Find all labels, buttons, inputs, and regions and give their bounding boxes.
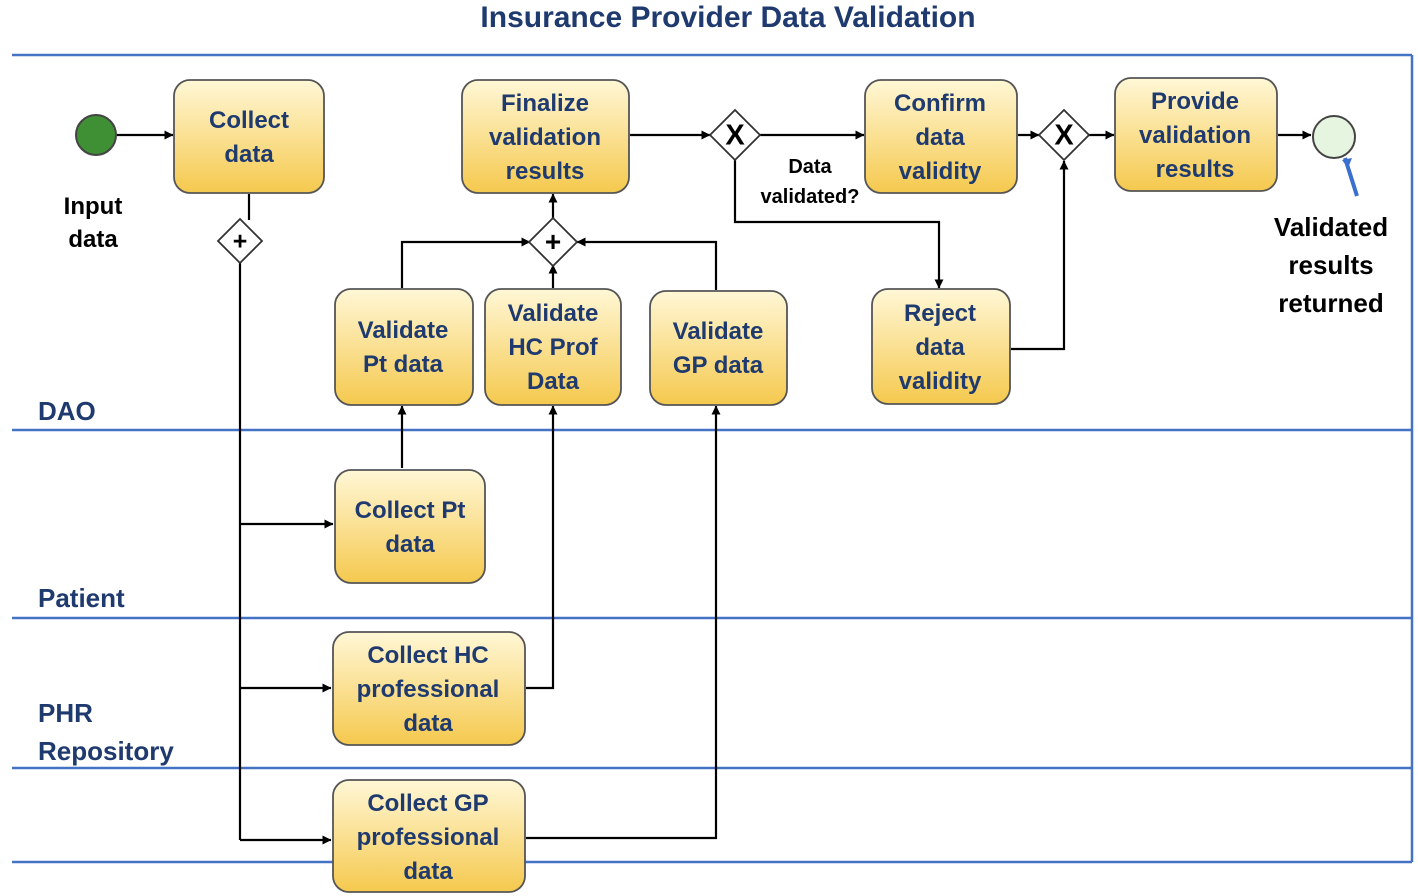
task-label-line: Provide bbox=[1151, 88, 1239, 115]
task-label-line: professional bbox=[357, 824, 500, 851]
lane-label-patient: Patient bbox=[38, 583, 125, 613]
pool bbox=[12, 53, 1414, 864]
gateway-exclusive-decision[interactable]: X bbox=[708, 108, 762, 162]
label-line: data bbox=[68, 226, 118, 253]
task-label: Confirm data validity bbox=[894, 90, 986, 185]
label-line: validated? bbox=[761, 186, 860, 208]
task-label: Provide validation results bbox=[1139, 88, 1251, 183]
task-label-line: Data bbox=[527, 368, 580, 395]
start-event-label: Input data bbox=[64, 193, 123, 253]
task-label-line: data bbox=[915, 124, 965, 151]
task-finalize-validation-results[interactable]: Finalize validation results bbox=[461, 79, 630, 194]
flow-decision-to-reject bbox=[733, 160, 944, 289]
gateway-x-symbol: X bbox=[1054, 120, 1074, 152]
task-label-line: results bbox=[1156, 156, 1235, 183]
label-line: returned bbox=[1278, 288, 1383, 318]
task-label: Reject data validity bbox=[899, 300, 982, 395]
task-label-line: GP data bbox=[673, 352, 764, 379]
label-line: Validated bbox=[1274, 212, 1388, 242]
gateway-parallel-split[interactable]: + bbox=[216, 217, 264, 265]
task-reject-data-validity[interactable]: Reject data validity bbox=[871, 288, 1011, 405]
label-line: Input bbox=[64, 193, 123, 220]
task-label: Collect Pt data bbox=[355, 497, 466, 558]
gateway-plus-symbol: + bbox=[545, 226, 561, 257]
task-provide-validation-results[interactable]: Provide validation results bbox=[1114, 77, 1278, 192]
end-event-icon[interactable] bbox=[1312, 115, 1359, 197]
gateway-x-symbol: X bbox=[725, 120, 745, 152]
task-label-line: Collect HC bbox=[367, 642, 488, 669]
task-validate-pt-data[interactable]: Validate Pt data bbox=[334, 288, 474, 406]
task-collect-data[interactable]: Collect data bbox=[173, 79, 325, 194]
task-label-line: validation bbox=[1139, 122, 1251, 149]
task-label-line: data bbox=[403, 858, 453, 885]
flow-validate-gp-to-join bbox=[576, 237, 718, 290]
lane-label-phr: PHR Repository bbox=[38, 698, 174, 766]
task-label-line: data bbox=[385, 531, 435, 558]
task-label: Validate GP data bbox=[673, 318, 764, 379]
flow-reject-to-merge bbox=[1011, 160, 1069, 351]
label-line: Repository bbox=[38, 736, 174, 766]
gateway-plus-symbol: + bbox=[233, 227, 248, 255]
gateway-exclusive-merge[interactable]: X bbox=[1037, 108, 1091, 162]
condition-label-data-validated: Data validated? bbox=[761, 156, 860, 208]
task-label-line: validity bbox=[899, 368, 982, 395]
task-label-line: validation bbox=[489, 124, 601, 151]
task-label-line: validity bbox=[899, 158, 982, 185]
lane-label-dao: DAO bbox=[38, 396, 96, 426]
task-label: Validate Pt data bbox=[358, 317, 449, 378]
flow-collect-gp-to-validate-gp bbox=[526, 405, 721, 840]
flow-collect-hc-to-validate-hc bbox=[526, 405, 558, 690]
task-label-line: Collect GP bbox=[367, 790, 488, 817]
task-confirm-data-validity[interactable]: Confirm data validity bbox=[864, 79, 1018, 194]
task-collect-pt-data[interactable]: Collect Pt data bbox=[334, 469, 486, 584]
label-line: PHR bbox=[38, 698, 93, 728]
task-label-line: data bbox=[403, 710, 453, 737]
task-label-line: data bbox=[224, 141, 274, 168]
task-label-line: Validate bbox=[358, 317, 449, 344]
start-event-icon[interactable] bbox=[75, 114, 117, 156]
task-label-line: Confirm bbox=[894, 90, 986, 117]
task-label-line: results bbox=[506, 158, 585, 185]
flow-validate-pt-to-join bbox=[400, 237, 531, 288]
task-label-line: Collect bbox=[209, 107, 289, 134]
task-label-line: Validate bbox=[673, 318, 764, 345]
task-label-line: data bbox=[915, 334, 965, 361]
task-label: Collect data bbox=[209, 107, 289, 168]
task-label: Finalize validation results bbox=[489, 90, 601, 185]
task-label-line: HC Prof bbox=[508, 334, 598, 361]
label-line: Data bbox=[788, 156, 832, 178]
sequence-flows bbox=[117, 130, 1312, 845]
end-event-label: Validated results returned bbox=[1274, 212, 1388, 318]
task-collect-hc-professional-data[interactable]: Collect HC professional data bbox=[332, 631, 526, 746]
task-label: Collect HC professional data bbox=[357, 642, 500, 737]
diagram-title: Insurance Provider Data Validation bbox=[480, 1, 975, 34]
task-label: Collect GP professional data bbox=[357, 790, 500, 885]
task-label-line: Validate bbox=[508, 300, 599, 327]
task-label-line: Finalize bbox=[501, 90, 589, 117]
label-line: results bbox=[1288, 250, 1373, 280]
task-label-line: Pt data bbox=[363, 351, 444, 378]
task-validate-gp-data[interactable]: Validate GP data bbox=[649, 290, 788, 406]
task-label-line: professional bbox=[357, 676, 500, 703]
task-collect-gp-professional-data[interactable]: Collect GP professional data bbox=[332, 779, 526, 893]
gateway-parallel-join[interactable]: + bbox=[527, 216, 579, 268]
task-label-line: Collect Pt bbox=[355, 497, 466, 524]
task-label-line: Reject bbox=[904, 300, 976, 327]
